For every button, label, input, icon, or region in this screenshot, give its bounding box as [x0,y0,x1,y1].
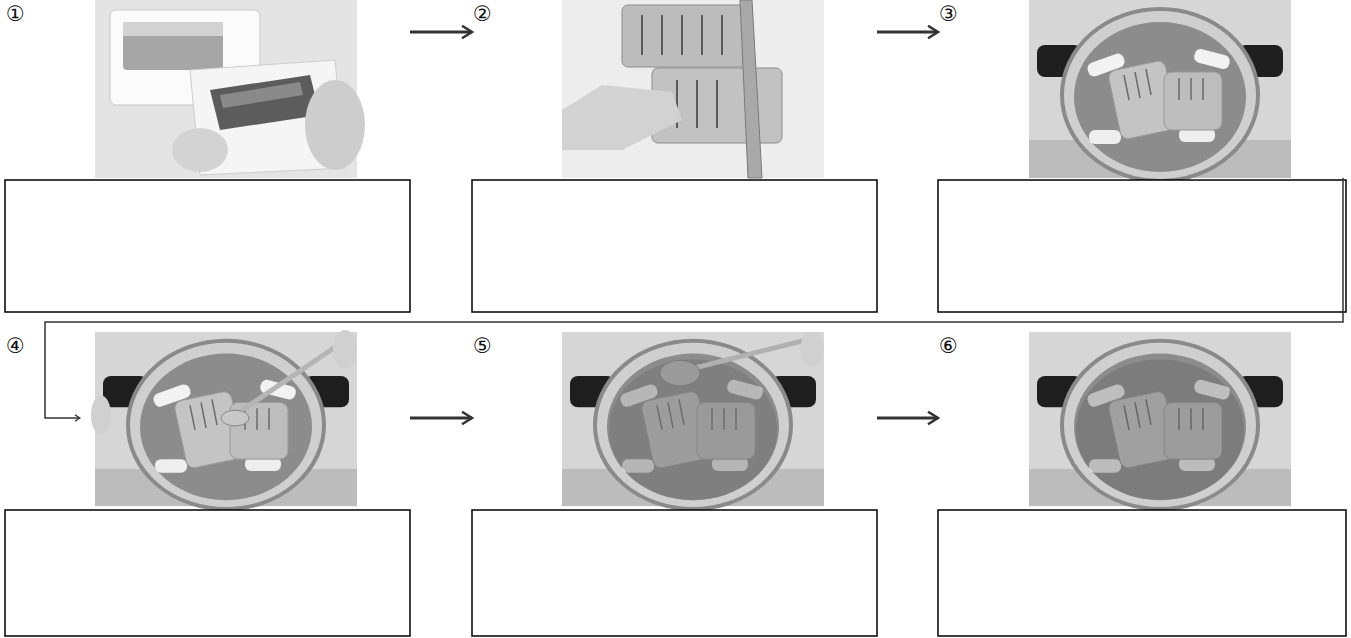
step-arrow [410,417,472,420]
step-arrow [877,417,938,420]
photo-pot-ingredients [1029,0,1291,181]
photo-wiping-fish [220,82,303,108]
photo-pot-spoon [333,330,357,369]
photo-pot-ladle [682,340,807,371]
photo-pot-ladle [562,332,824,509]
photo-scoring-fish [562,0,824,178]
photo-scoring-fish [740,0,762,178]
step-number: ③ [939,2,958,26]
answer-box [5,180,1346,636]
photo-scoring-fish [562,85,682,150]
photo-pot-spoon [91,330,357,509]
photo-pot-finished [1029,332,1291,509]
answer-box [938,510,1346,636]
photo-pot-ingredients [1029,0,1291,181]
photo-scoring-fish [721,15,723,55]
photo-wiping-fish [123,22,223,70]
photo-scoring-fish [641,15,643,55]
answer-box [472,180,877,312]
photo-wiping-fish [172,128,228,172]
photo-wiping-fish [305,80,365,170]
step-arrow [877,31,938,34]
photo-scoring-fish [681,15,683,55]
answer-box [5,180,410,312]
photo-pot-ladle [660,360,700,385]
step-number: ① [6,2,25,26]
step-number: ④ [6,334,25,358]
step-number: ② [473,2,492,26]
photo-pot-ladle [609,359,777,500]
step-arrow [45,178,1343,418]
photo-pot-spoon [91,396,111,435]
photo-scoring-fish [622,5,752,67]
photo-wiping-fish [95,0,365,178]
step-arrow [410,31,472,34]
photo-pot-spoon [95,332,357,509]
photo-pot-ladle [800,332,824,367]
step-number: ⑤ [473,334,492,358]
answer-box [5,510,410,636]
photo-pot-finished [1076,359,1244,500]
photo-scoring-fish [562,0,824,178]
photo-pot-spoon [221,410,249,426]
step-photo: ⑤ [472,332,877,506]
photo-wiping-fish [123,22,223,36]
photo-pot-spoon [235,337,350,415]
photo-scoring-fish [716,80,718,128]
photo-pot-ladle [562,332,824,509]
photo-wiping-fish [210,75,320,130]
step-number: ⑥ [939,334,958,358]
photo-pot-finished [1029,332,1291,509]
step-photo: ③ [938,0,1347,178]
step-photo: ① [5,0,410,178]
photo-scoring-fish [661,15,663,55]
photo-scoring-fish [701,15,703,55]
step-photo: ⑥ [938,332,1347,506]
step-photo: ④ [80,332,410,506]
step-photo: ② [472,0,877,178]
answer-box [472,510,877,636]
photo-scoring-fish [696,80,698,128]
answer-box [938,180,1346,312]
